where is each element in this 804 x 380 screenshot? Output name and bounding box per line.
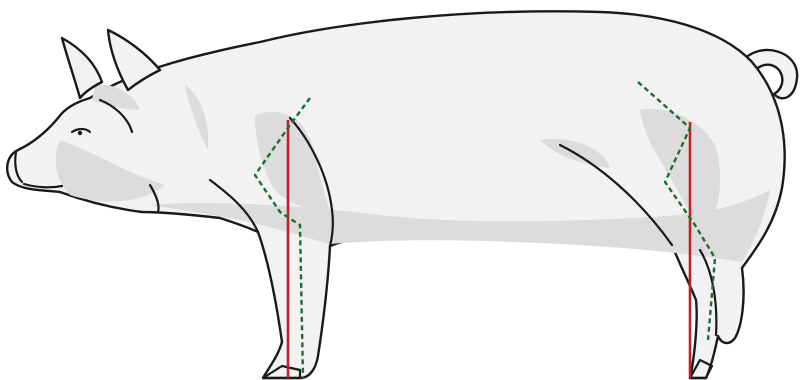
pig-eye-pupil (78, 131, 82, 135)
